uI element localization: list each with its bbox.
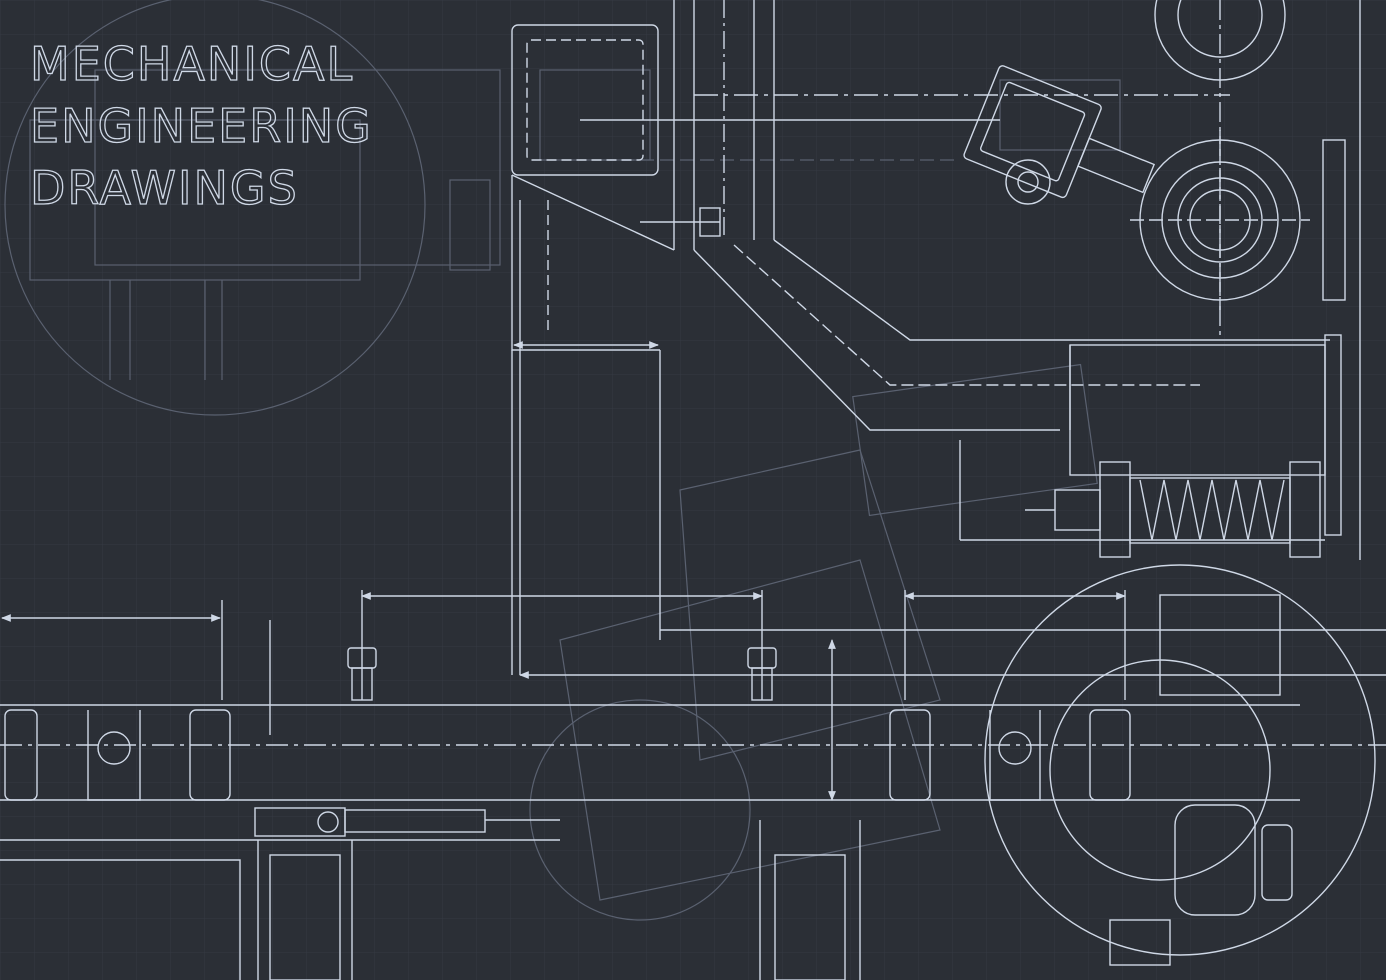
cylinder-eye: [317, 811, 339, 833]
frame: [511, 174, 675, 251]
faint-plate: [679, 449, 941, 761]
tower-box-inner: [526, 39, 644, 161]
title-block: MECHANICAL ENGINEERING DRAWINGS: [29, 36, 373, 215]
valve-hub: [1017, 171, 1039, 193]
motor-cap: [1261, 824, 1293, 901]
faint-circle: [529, 699, 751, 921]
post: [269, 854, 341, 980]
beam-slot: [189, 709, 231, 801]
faint-machine-housing: [94, 69, 501, 266]
faint-box: [449, 179, 491, 271]
faint-plate: [559, 559, 941, 901]
clevis-pin: [998, 731, 1032, 765]
faint-machine-body: [29, 119, 361, 281]
faint-background-layer: [4, 0, 1121, 921]
faint-circle: [4, 0, 426, 416]
valve-box-inner: [980, 81, 1086, 182]
clevis: [87, 710, 141, 801]
bracket: [1159, 594, 1281, 696]
beam-slot: [889, 709, 931, 801]
bolt-shank: [351, 667, 373, 701]
elbow-pipe-outer: [693, 249, 1060, 431]
detail-circle: [984, 564, 1376, 956]
beam-slot: [4, 709, 38, 801]
spring-coil: [1139, 479, 1285, 541]
title-line-2: ENGINEERING: [30, 99, 373, 153]
post: [774, 854, 846, 980]
spring-body: [1129, 477, 1291, 544]
spring-housing: [1069, 344, 1326, 476]
tower-box: [511, 24, 659, 176]
valve-stem: [1077, 137, 1156, 194]
elbow-pipe-center: [733, 244, 1200, 386]
elbow-pipe-inner: [773, 239, 1330, 341]
side-plate: [1322, 139, 1346, 301]
valve-handwheel: [1005, 159, 1051, 205]
cylinder-body: [344, 809, 486, 833]
lower-frame: [0, 859, 241, 980]
clevis: [989, 710, 1041, 801]
mount-plate: [1109, 919, 1171, 966]
title-line-3: DRAWINGS: [30, 161, 299, 215]
faint-box: [999, 79, 1121, 151]
valve-actuator: [963, 65, 1156, 199]
motor-body: [1174, 804, 1256, 916]
title-line-1: MECHANICAL: [30, 37, 354, 91]
flange-top-inner: [1177, 0, 1263, 58]
clevis-pin: [97, 731, 131, 765]
faint-spring-block: [852, 363, 1098, 517]
bolt-shank: [751, 667, 773, 701]
beam-slot: [1089, 709, 1131, 801]
